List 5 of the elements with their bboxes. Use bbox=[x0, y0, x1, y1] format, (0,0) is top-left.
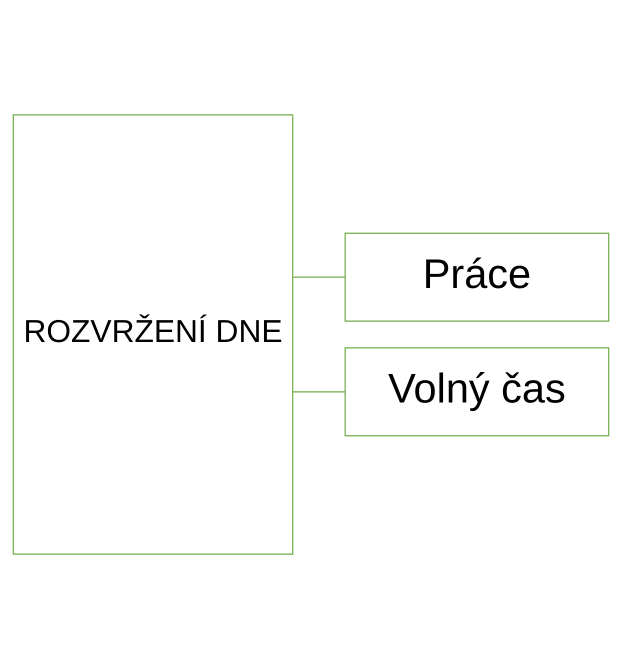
node-box: Volný čas bbox=[344, 346, 610, 436]
connector bbox=[292, 276, 345, 278]
node-box: ROZVRŽENÍ DNE bbox=[12, 114, 294, 554]
connector bbox=[292, 390, 345, 392]
node-box: Práce bbox=[344, 232, 610, 322]
